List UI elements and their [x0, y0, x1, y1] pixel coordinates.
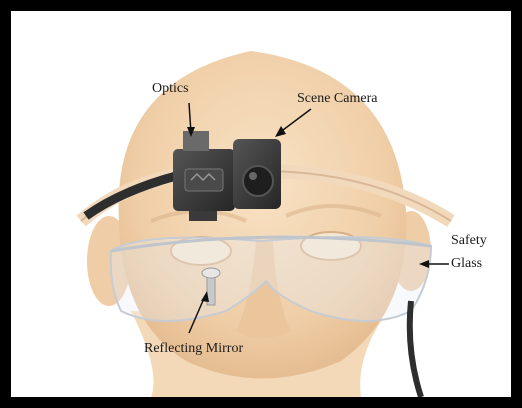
- label-safety: Safety: [451, 233, 487, 249]
- scene-camera-lens: [243, 166, 273, 196]
- label-scene-camera: Scene Camera: [297, 91, 377, 107]
- label-reflecting-mirror: Reflecting Mirror: [144, 341, 243, 357]
- photo-panel: Optics Scene Camera Safety Glass Reflect…: [11, 11, 511, 397]
- optics-top-mount: [183, 131, 209, 151]
- label-glass: Glass: [451, 256, 482, 272]
- optics-bottom-mount: [189, 211, 217, 221]
- lens-highlight: [249, 172, 257, 180]
- reflecting-mirror: [202, 268, 220, 278]
- mannequin-photo: [11, 11, 511, 397]
- label-optics: Optics: [152, 81, 189, 97]
